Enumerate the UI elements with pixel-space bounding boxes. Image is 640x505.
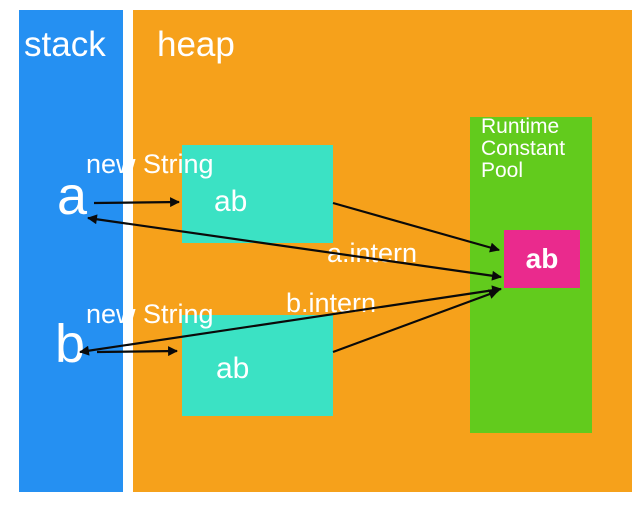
heap-string-value-b: ab <box>216 352 250 385</box>
heap-region-title: heap <box>157 25 235 64</box>
b-intern-annotation: b.intern <box>286 288 377 318</box>
pool-region-title: Runtime Constant Pool <box>481 115 566 182</box>
new-string-caption-b: new String <box>86 299 214 329</box>
stack-variable-b: b <box>55 314 86 374</box>
stack-region-title: stack <box>24 25 106 64</box>
stack-region <box>19 10 123 492</box>
heap-string-value-a: ab <box>214 185 248 218</box>
stack-variable-a: a <box>57 166 88 226</box>
a-intern-annotation: a.intern <box>327 238 418 268</box>
heap-string-object-b <box>182 315 333 416</box>
pool-interned-string-value: ab <box>525 243 559 274</box>
pool-interned-string-box: ab <box>504 230 580 288</box>
new-string-caption-a: new String <box>86 149 214 179</box>
